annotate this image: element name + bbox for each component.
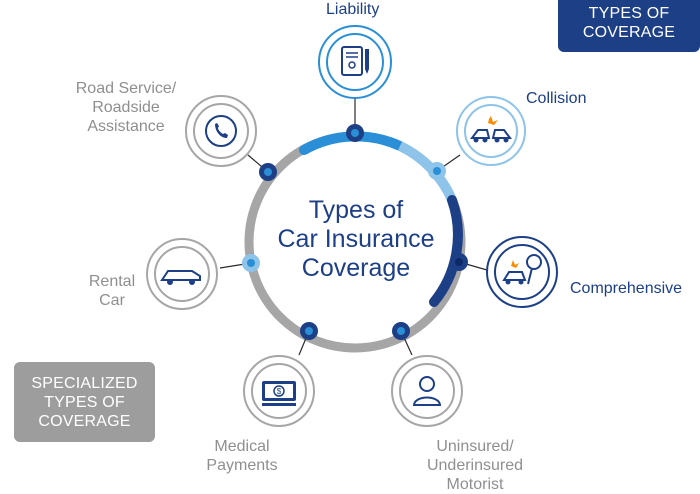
collision-node <box>456 96 526 166</box>
road-service-node <box>185 95 257 167</box>
comprehensive-node <box>486 236 558 308</box>
ring-arc-comprehensive <box>429 195 463 307</box>
money-icon: $ <box>251 363 307 419</box>
collision-label: Collision <box>526 90 587 107</box>
car-icon <box>154 246 210 302</box>
document-pen-icon <box>326 33 384 91</box>
center-title: Types of Car Insurance Coverage <box>277 196 435 282</box>
badge-line: TYPES OF <box>588 5 670 22</box>
comprehensive-label: Comprehensive <box>570 280 683 297</box>
svg-text:$: $ <box>277 387 282 396</box>
medical-label: Medical Payments <box>206 438 278 474</box>
connector-dots <box>242 124 468 340</box>
cars-crash-icon <box>464 104 518 158</box>
phone-icon <box>193 103 249 159</box>
badge-line: COVERAGE <box>582 24 676 41</box>
medical-node: $ <box>243 355 315 427</box>
liability-label: Liability <box>326 1 380 18</box>
car-tree-icon <box>494 244 550 300</box>
liability-node <box>318 25 392 99</box>
person-icon <box>399 363 455 419</box>
rental-label: Rental Car <box>88 273 136 309</box>
uninsured-label: Uninsured/ Underinsured Motorist <box>426 438 524 493</box>
uninsured-node <box>391 355 463 427</box>
badge-line: TYPES OF <box>44 393 125 411</box>
badge-line: COVERAGE <box>38 412 131 430</box>
road-service-label: Road Service/ Roadside Assistance <box>75 80 177 135</box>
badge-line: SPECIALIZED <box>31 374 138 392</box>
types-of-coverage-badge: TYPES OF COVERAGE <box>558 0 700 52</box>
specialized-types-badge: SPECIALIZED TYPES OF COVERAGE <box>14 362 155 442</box>
rental-node <box>146 238 218 310</box>
